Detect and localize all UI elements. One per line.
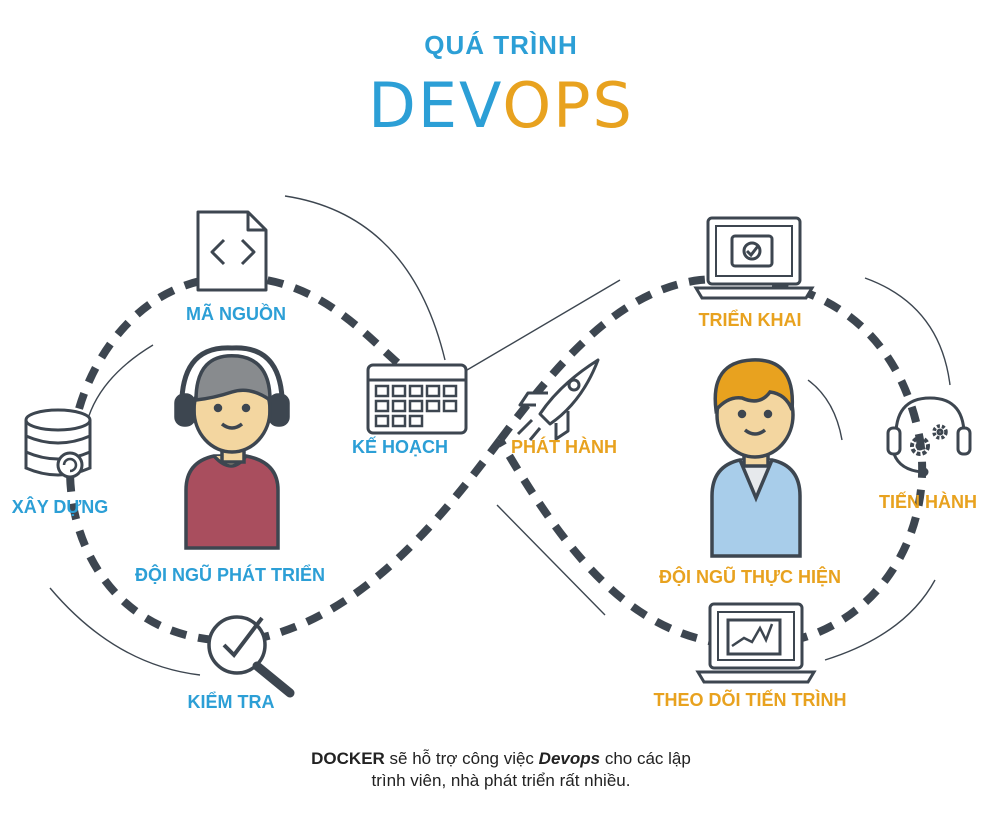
database-icon: [24, 408, 92, 479]
operator-avatar: [710, 358, 802, 558]
title-ops: OPS: [502, 69, 634, 142]
code-file-icon: [196, 210, 268, 292]
guide-arcs: [49, 195, 951, 676]
caption-text1: sẽ hỗ trợ công việc: [384, 749, 539, 768]
stage-label-plan: KẾ HOẠCH: [351, 437, 449, 457]
caption-brand: DOCKER: [311, 749, 385, 768]
deploy-laptop-icon: [693, 216, 815, 300]
stage-label-build: XÂY DỰNG: [11, 497, 109, 517]
guide-arc-top-right: [864, 277, 951, 386]
stage-label-deploy: TRIỂN KHAI: [698, 310, 802, 330]
headset-gears-icon: [886, 396, 972, 477]
guide-arc-inner-right: [807, 379, 843, 441]
caption-line1: DOCKER sẽ hỗ trợ công việc Devops cho cá…: [0, 748, 1002, 770]
magnifier-check-icon: [207, 615, 295, 698]
guide-arc-inner-left: [84, 344, 154, 431]
title-line1: QUÁ TRÌNH: [424, 30, 578, 60]
title-devops: DEVOPS: [0, 70, 1002, 142]
stage-label-test: KIỂM TRA: [187, 692, 275, 712]
guide-arc-bottom-right: [824, 579, 936, 661]
dashed-right-loop: [496, 274, 927, 650]
caption-line2: trình viên, nhà phát triển rất nhiều.: [371, 771, 631, 790]
stage-label-monitor: THEO DÕI TIẾN TRÌNH: [653, 690, 847, 710]
monitor-laptop-icon: [695, 602, 817, 684]
stage-label-release: PHÁT HÀNH: [511, 437, 617, 457]
stage-label-operate: TIẾN HÀNH: [879, 492, 977, 512]
calendar-icon: [366, 363, 468, 435]
team-label-ops: ĐỘI NGŨ THỰC HIỆN: [659, 567, 841, 587]
caption: DOCKER sẽ hỗ trợ công việc Devops cho cá…: [0, 748, 1002, 792]
guide-line-center-down: [496, 504, 606, 616]
guide-line-center-up: [449, 279, 621, 381]
team-label-dev: ĐỘI NGŨ PHÁT TRIỂN: [134, 565, 326, 585]
guide-arc-top-left: [284, 195, 446, 361]
title-dev: DEV: [368, 69, 503, 142]
rocket-icon: [516, 358, 600, 441]
dashed-left-loop: [65, 273, 504, 645]
developer-avatar: [174, 345, 290, 550]
caption-emph: Devops: [538, 749, 601, 768]
guide-arc-bottom-left: [49, 587, 201, 676]
stage-label-code: MÃ NGUỒN: [186, 304, 286, 324]
caption-text2: cho các lập: [600, 749, 691, 768]
